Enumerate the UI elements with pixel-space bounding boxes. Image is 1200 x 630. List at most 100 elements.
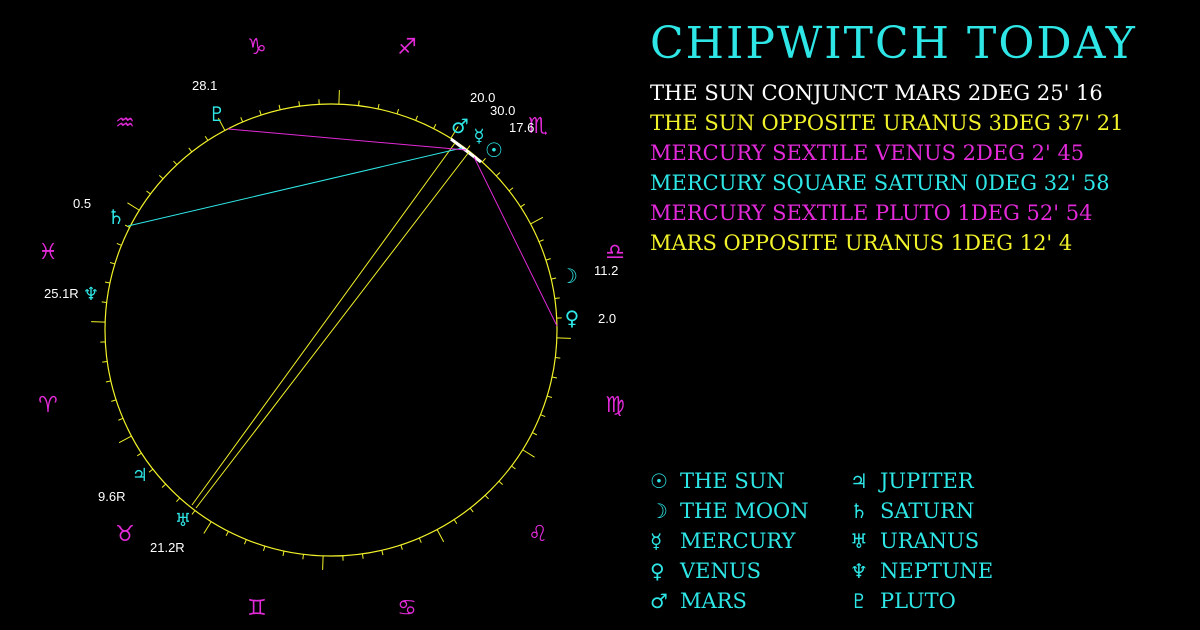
aspect-lines — [127, 128, 558, 509]
mercury-icon: ☿ — [473, 126, 484, 147]
page-title: CHIPWITCH TODAY — [650, 18, 1137, 69]
minor-tick — [495, 172, 501, 177]
major-tick — [118, 435, 132, 444]
minor-tick — [262, 545, 266, 552]
legend-item-uranus: ♅ URANUS — [850, 526, 1050, 556]
minor-tick — [298, 101, 301, 107]
taurus-icon: ♉ — [115, 522, 135, 547]
libra-icon: ♎ — [605, 240, 625, 265]
venus-icon: ♀ — [565, 306, 580, 330]
venus-icon: ♀ — [650, 559, 665, 583]
minor-tick — [302, 554, 304, 560]
planet-legend: ☉ THE SUN ♃JUPITER ☽ THE MOON ♄SATURN ☿MER… — [650, 466, 1070, 616]
minor-tick — [136, 452, 142, 457]
minor-tick — [381, 550, 384, 556]
minor-tick — [551, 277, 557, 280]
minor-tick — [102, 360, 108, 363]
minor-tick — [396, 108, 400, 115]
minor-tick — [240, 117, 244, 123]
minor-tick — [511, 465, 516, 470]
minor-tick — [520, 203, 526, 208]
minor-tick — [101, 301, 107, 303]
legend-item-saturn: ♄SATURN — [850, 496, 1050, 526]
minor-tick — [191, 510, 196, 515]
tick-ring — [91, 90, 571, 570]
uranus-icon: ♅ — [850, 529, 868, 553]
neptune-icon: ♆ — [850, 559, 868, 583]
minor-tick — [244, 539, 247, 545]
minor-tick — [538, 239, 544, 243]
minor-tick — [111, 399, 117, 402]
aspect-line-mars-uranus — [191, 142, 456, 506]
aspect-line-sun-uranus — [195, 151, 470, 509]
minor-tick — [278, 104, 281, 110]
venus-degree: 2.0 — [598, 311, 616, 326]
major-tick — [203, 521, 212, 534]
minor-tick — [361, 553, 364, 559]
minor-tick — [161, 483, 167, 488]
legend-label: PLUTO — [880, 589, 956, 613]
aspect-line-sun-mars — [450, 137, 482, 164]
minor-tick — [173, 160, 178, 166]
legend-item-venus: ♀ VENUS — [650, 556, 850, 586]
minor-tick — [104, 281, 111, 284]
minor-tick — [259, 110, 262, 116]
aries-icon: ♈ — [38, 393, 58, 418]
minor-tick — [555, 357, 561, 359]
minor-tick — [188, 147, 193, 153]
minor-tick — [358, 100, 360, 106]
legend-item-mars: ♂ MARS — [650, 586, 850, 616]
uranus-degree: 21.2R — [150, 540, 185, 555]
mars-degree: 20.0 — [470, 90, 495, 105]
pisces-icon: ♓ — [38, 240, 58, 265]
legend-label: THE SUN — [680, 469, 785, 493]
minor-tick — [400, 544, 403, 550]
cancer-icon: ♋ — [397, 596, 417, 621]
mars-icon: ♂ — [650, 589, 668, 613]
major-tick — [436, 529, 445, 543]
minor-tick — [124, 224, 130, 228]
legend-label: NEPTUNE — [880, 559, 994, 583]
minor-tick — [498, 480, 504, 485]
minor-tick — [148, 468, 154, 473]
virgo-icon: ♍ — [605, 393, 625, 418]
minor-tick — [508, 187, 514, 192]
aspect-item: THE SUN OPPOSITE URANUS 3DEG 37' 21 — [650, 111, 1124, 135]
legend-label: SATURN — [880, 499, 975, 523]
mercury-icon: ☿ — [650, 529, 663, 553]
legend-label: VENUS — [680, 559, 761, 583]
minor-tick — [415, 115, 418, 121]
leo-icon: ♌ — [528, 522, 548, 547]
legend-label: THE MOON — [680, 499, 809, 523]
scorpio-icon: ♏ — [528, 114, 548, 139]
aspect-item: MERCURY SEXTILE VENUS 2DEG 2' 45 — [650, 141, 1085, 165]
sun-icon: ☉ — [650, 469, 668, 493]
mercury-degree: 30.0 — [490, 103, 515, 118]
minor-tick — [109, 261, 116, 265]
minor-tick — [105, 380, 111, 383]
legend-item-jupiter: ♃JUPITER — [850, 466, 1050, 496]
minor-tick — [146, 190, 151, 195]
minor-tick — [118, 417, 124, 421]
legend-item-mercury: ☿MERCURY — [650, 526, 850, 556]
mars-icon: ♂ — [451, 114, 469, 138]
capricorn-icon: ♑ — [247, 35, 267, 60]
minor-tick — [225, 531, 229, 537]
legend-label: URANUS — [880, 529, 980, 553]
sun-icon: ☉ — [485, 138, 503, 162]
legend-label: MARS — [680, 589, 747, 613]
minor-tick — [176, 497, 181, 503]
aquarius-icon: ♒ — [115, 111, 135, 136]
minor-tick — [158, 175, 164, 180]
chart-wheel: ♑ ♐ ♏ ♎ ♍ ♌ ♋ ♊ ♉ ♈ ♓ ♒ ☉ ☿ ♂ ☽ ♀ ♇ ♄ ♆ … — [38, 35, 625, 621]
minor-tick — [546, 395, 553, 399]
aspect-item: MERCURY SEXTILE PLUTO 1DEG 52' 54 — [650, 201, 1093, 225]
aspect-item: MERCURY SQUARE SATURN 0DEG 32' 58 — [650, 171, 1110, 195]
pluto-icon: ♇ — [850, 589, 868, 613]
minor-tick — [418, 537, 422, 543]
sagittarius-icon: ♐ — [397, 35, 417, 60]
sun-degree: 17.6 — [509, 120, 534, 135]
minor-tick — [481, 157, 486, 163]
moon-icon: ☽ — [650, 499, 668, 523]
minor-tick — [469, 507, 474, 513]
